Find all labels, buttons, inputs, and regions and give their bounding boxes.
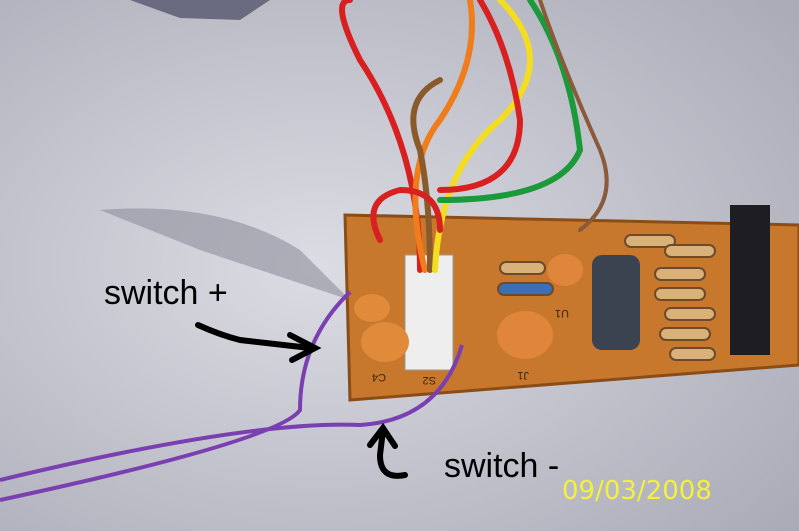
electrolytic-capacitor xyxy=(592,255,640,350)
white-connector xyxy=(404,254,454,371)
date-stamp: 09/03/2008 xyxy=(562,476,712,506)
label-s2: S2 xyxy=(423,374,436,386)
wire-shadow xyxy=(100,208,350,300)
ceramic-capacitors xyxy=(354,254,583,362)
label-u1: U1 xyxy=(555,307,569,319)
switch-minus-label: switch - xyxy=(444,447,560,485)
colored-wires xyxy=(339,0,609,273)
object-top xyxy=(130,0,270,20)
label-c4: C4 xyxy=(372,371,386,383)
purple-switch-wires xyxy=(0,290,464,502)
annotation-arrows xyxy=(195,322,408,479)
black-header xyxy=(730,205,770,355)
resistors xyxy=(497,234,716,361)
switch-plus-label: switch + xyxy=(104,274,228,312)
label-j1: J1 xyxy=(517,369,529,381)
